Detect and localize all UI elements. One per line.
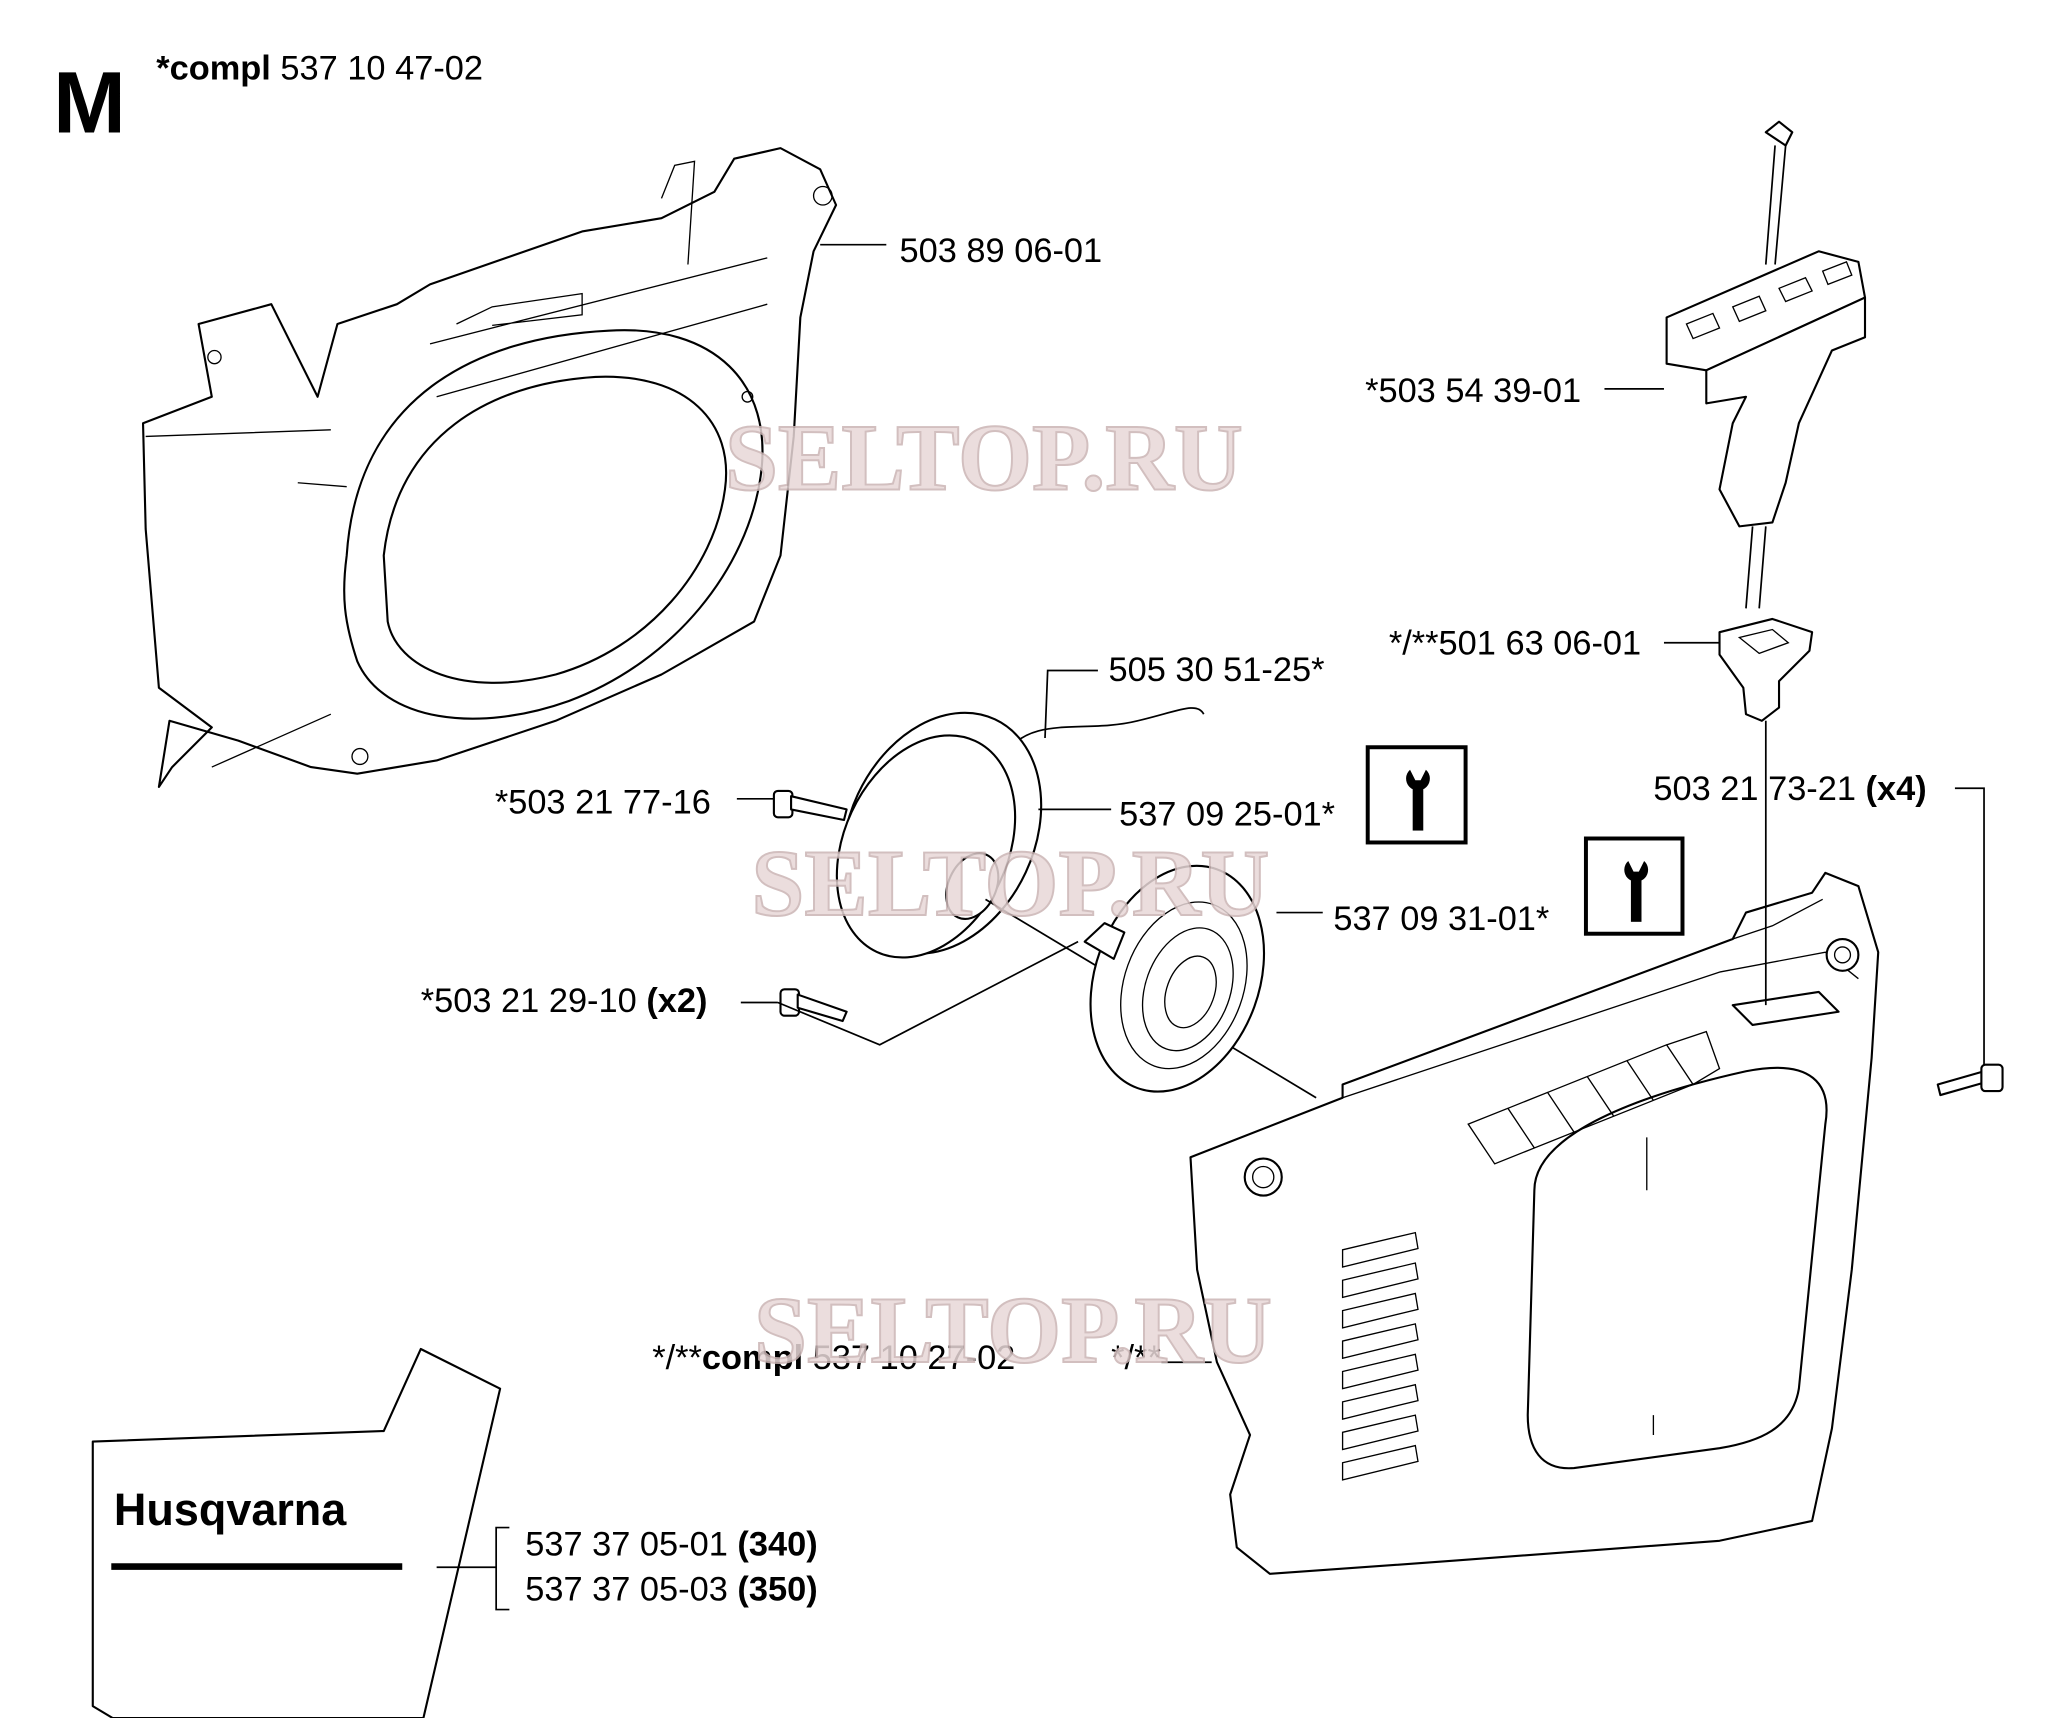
watermark: SELTOP.RU	[725, 404, 1243, 510]
screw-part	[779, 988, 848, 1023]
watermark: SELTOP.RU	[754, 1277, 1272, 1383]
decal-part: Husqvarna	[91, 1347, 502, 1718]
label-starter-mark: */**	[1111, 1339, 1161, 1377]
assembly-number: 537 10 47-02	[280, 49, 483, 87]
label-fan-housing: 503 89 06-01	[900, 232, 1103, 270]
label-cord: 505 30 51-25*	[1108, 651, 1324, 689]
husqvarna-logo: Husqvarna	[114, 1484, 347, 1535]
label-bushing: */**501 63 06-01	[1389, 625, 1641, 663]
screw-part	[772, 789, 848, 822]
label-screw-spring: *503 21 29-10 (x2)	[421, 982, 708, 1020]
section-letter: M	[53, 54, 126, 151]
pulley-part	[835, 711, 1043, 959]
watermark: SELTOP.RU	[751, 830, 1269, 936]
spring-part	[1083, 864, 1266, 1093]
label-screw-pulley: *503 21 77-16	[495, 783, 711, 821]
label-starter-compl: */**compl 537 10 27-02	[652, 1339, 1015, 1377]
label-pulley: 537 09 25-01*	[1119, 795, 1335, 833]
wrench-icon	[1583, 836, 1685, 936]
fan-housing-part	[141, 147, 838, 788]
label-decal-350: 537 37 05-03 (350)	[525, 1570, 817, 1608]
screw-part	[1936, 1063, 2004, 1097]
label-handle: *503 54 39-01	[1365, 372, 1581, 410]
label-spring: 537 09 31-01*	[1333, 900, 1549, 938]
starter-cord-part	[1004, 707, 1205, 755]
starter-cover-part	[1189, 871, 1880, 1575]
starter-handle-part	[1665, 120, 1867, 609]
assembly-title: *compl 537 10 47-02	[156, 49, 483, 87]
wrench-icon	[1365, 745, 1468, 845]
bushing-part	[1718, 617, 1814, 722]
label-decal-340: 537 37 05-01 (340)	[525, 1525, 817, 1563]
assembly-prefix: *compl	[156, 49, 271, 87]
label-screw-cover: 503 21 73-21 (x4)	[1653, 770, 1926, 808]
